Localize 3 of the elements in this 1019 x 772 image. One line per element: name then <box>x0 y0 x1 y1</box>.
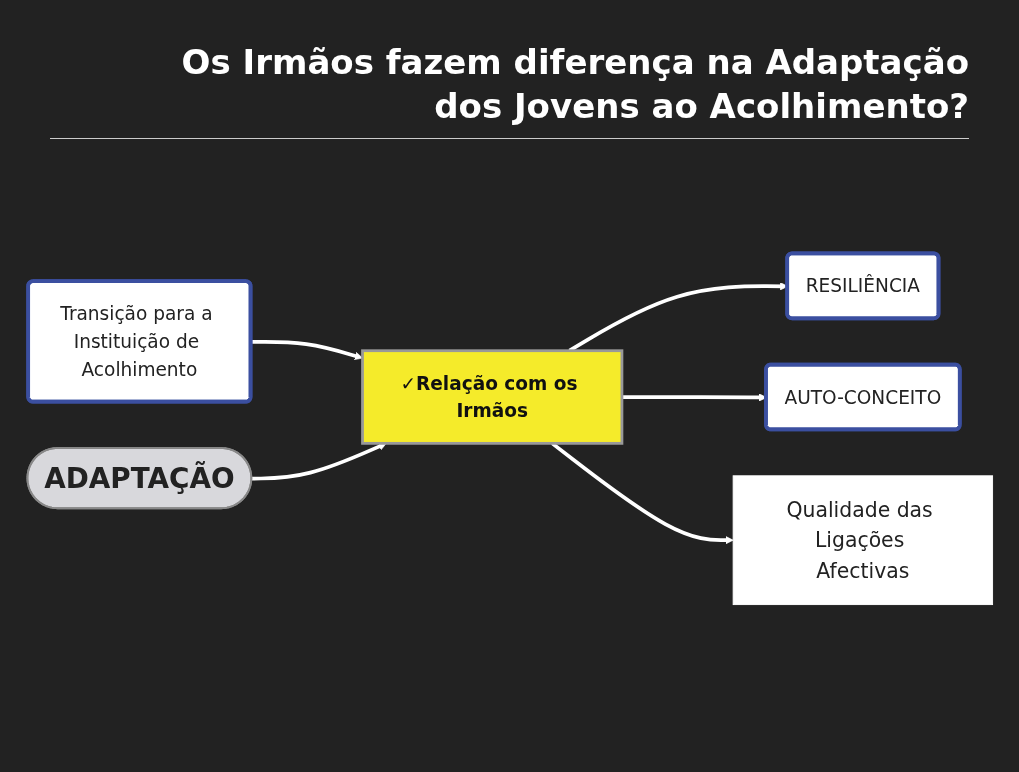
title: Os Irmãos fazem diferença na Adaptação dos Jovens ao Acolhimento? <box>180 41 970 129</box>
node-box: ✓Relação com os Irmãos <box>360 349 623 446</box>
node-box: Qualidade das Ligações Afectivas <box>732 475 993 606</box>
